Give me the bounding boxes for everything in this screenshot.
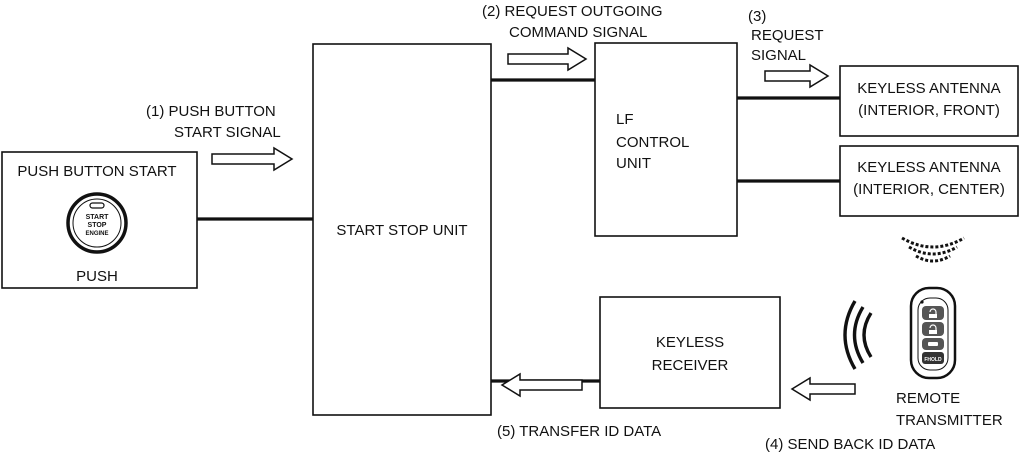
- lf-control-unit-line1: LF: [616, 111, 634, 128]
- signal-3-line2: REQUEST: [751, 27, 824, 44]
- signal-2-line2: COMMAND SIGNAL: [509, 24, 647, 41]
- keyless-antenna-front-block: KEYLESS ANTENNA (INTERIOR, FRONT): [839, 65, 1019, 137]
- arrow-signal-1-icon: [211, 146, 294, 172]
- remote-transmitter-label: REMOTE TRANSMITTER: [896, 390, 1003, 429]
- keyless-receiver-block: KEYLESS RECEIVER: [599, 296, 781, 409]
- signal-1-label: (1) PUSH BUTTON START SIGNAL: [146, 103, 281, 141]
- remote-transmitter-line2: TRANSMITTER: [896, 412, 1003, 429]
- start-stop-unit-label: START STOP UNIT: [336, 222, 467, 239]
- keyless-receiver-line2: RECEIVER: [652, 357, 729, 374]
- signal-3-line3: SIGNAL: [751, 47, 806, 64]
- button-text-engine: ENGINE: [85, 231, 108, 237]
- radio-wave-left-icon: [843, 300, 873, 370]
- antenna-front-line2: (INTERIOR, FRONT): [858, 102, 1000, 119]
- push-label: PUSH: [76, 268, 118, 285]
- arrow-signal-5-icon: [500, 372, 583, 398]
- signal-2-label: (2) REQUEST OUTGOING COMMAND SIGNAL: [482, 3, 663, 41]
- antenna-center-line2: (INTERIOR, CENTER): [853, 181, 1005, 198]
- keyless-receiver-line1: KEYLESS: [656, 334, 724, 351]
- lf-control-unit-block: LF CONTROL UNIT: [594, 42, 738, 237]
- start-stop-button-icon: START STOP ENGINE: [66, 192, 128, 254]
- button-text-stop: STOP: [88, 222, 107, 229]
- signal-4-label: (4) SEND BACK ID DATA: [765, 436, 935, 453]
- arrow-signal-2-icon: [507, 46, 588, 72]
- antenna-front-line1: KEYLESS ANTENNA: [857, 80, 1000, 97]
- lf-control-unit-line3: UNIT: [616, 155, 651, 172]
- key-fob-icon: FHOLD: [909, 286, 957, 380]
- signal-1-line1: (1) PUSH BUTTON: [146, 103, 276, 120]
- push-button-start-title: PUSH BUTTON START: [17, 163, 176, 180]
- remote-transmitter-line1: REMOTE: [896, 390, 960, 407]
- signal-2-line1: (2) REQUEST OUTGOING: [482, 3, 663, 20]
- signal-1-line2: START SIGNAL: [174, 124, 281, 141]
- start-stop-unit-block: START STOP UNIT: [312, 43, 492, 416]
- button-text-start: START: [86, 214, 110, 221]
- arrow-signal-3-icon: [764, 63, 830, 89]
- signal-5-label: (5) TRANSFER ID DATA: [497, 423, 661, 440]
- arrow-signal-4-icon: [790, 376, 856, 402]
- lf-control-unit-line2: CONTROL: [616, 134, 689, 151]
- antenna-center-line1: KEYLESS ANTENNA: [857, 159, 1000, 176]
- keyless-antenna-center-block: KEYLESS ANTENNA (INTERIOR, CENTER): [839, 145, 1019, 217]
- fob-button-text: FHOLD: [924, 357, 942, 363]
- signal-3-label: (3) REQUEST SIGNAL: [748, 8, 824, 64]
- push-button-start-block: PUSH BUTTON START START STOP ENGINE PUSH: [1, 151, 198, 289]
- signal-3-line1: (3): [748, 8, 766, 25]
- radio-wave-up-icon: [901, 236, 965, 263]
